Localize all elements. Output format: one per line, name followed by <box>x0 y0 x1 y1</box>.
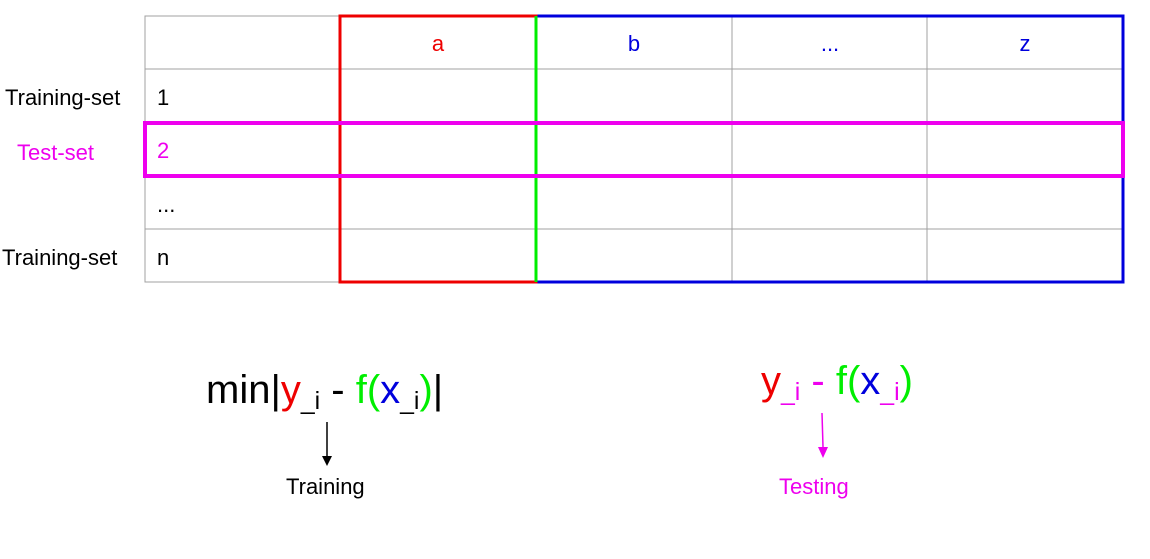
test-formula-y: y <box>761 359 781 403</box>
test-row-outline <box>143 121 1125 178</box>
test-formula-x-sub-i: _i <box>880 379 900 407</box>
formula-f-open: f( <box>355 368 381 412</box>
training-caption: Training <box>286 474 365 499</box>
column-header-ellipsis: ... <box>820 31 840 56</box>
column-header-z: z <box>1019 31 1031 56</box>
formula-x-sub-i: _i <box>400 388 420 416</box>
formula-sub-i: _i <box>300 388 321 416</box>
formula-x: x <box>380 368 401 412</box>
column-header-a: a <box>431 31 445 56</box>
formula-y: y <box>280 368 301 412</box>
row-index-ellipsis: ... <box>157 192 176 217</box>
row-label-test-set: Test-set <box>17 140 95 165</box>
row-index-1: 1 <box>157 85 170 110</box>
testing-caption: Testing <box>779 474 849 499</box>
test-formula-minus: - <box>800 359 836 403</box>
formula-close-paren: ) <box>419 368 433 412</box>
row-label-training-set-1: Training-set <box>5 85 121 110</box>
testing-formula: y_i - f(x_i) <box>761 359 913 405</box>
row-index-2: 2 <box>157 138 170 163</box>
formula-abs-close: | <box>432 368 444 412</box>
formula-minus: - <box>320 368 356 412</box>
test-formula-f-open: f( <box>835 359 861 403</box>
column-header-b: b <box>627 31 641 56</box>
training-arrow <box>322 422 332 466</box>
testing-arrow <box>818 412 828 458</box>
row-label-training-set-n: Training-set <box>2 245 118 270</box>
formula-min: min| <box>206 368 281 412</box>
test-formula-close-paren: ) <box>899 359 913 403</box>
test-formula-sub-i: _i <box>781 379 801 407</box>
training-formula: min|y_i - f(x_i)| <box>206 368 444 414</box>
test-formula-x: x <box>860 359 881 403</box>
row-index-n: n <box>157 245 170 270</box>
